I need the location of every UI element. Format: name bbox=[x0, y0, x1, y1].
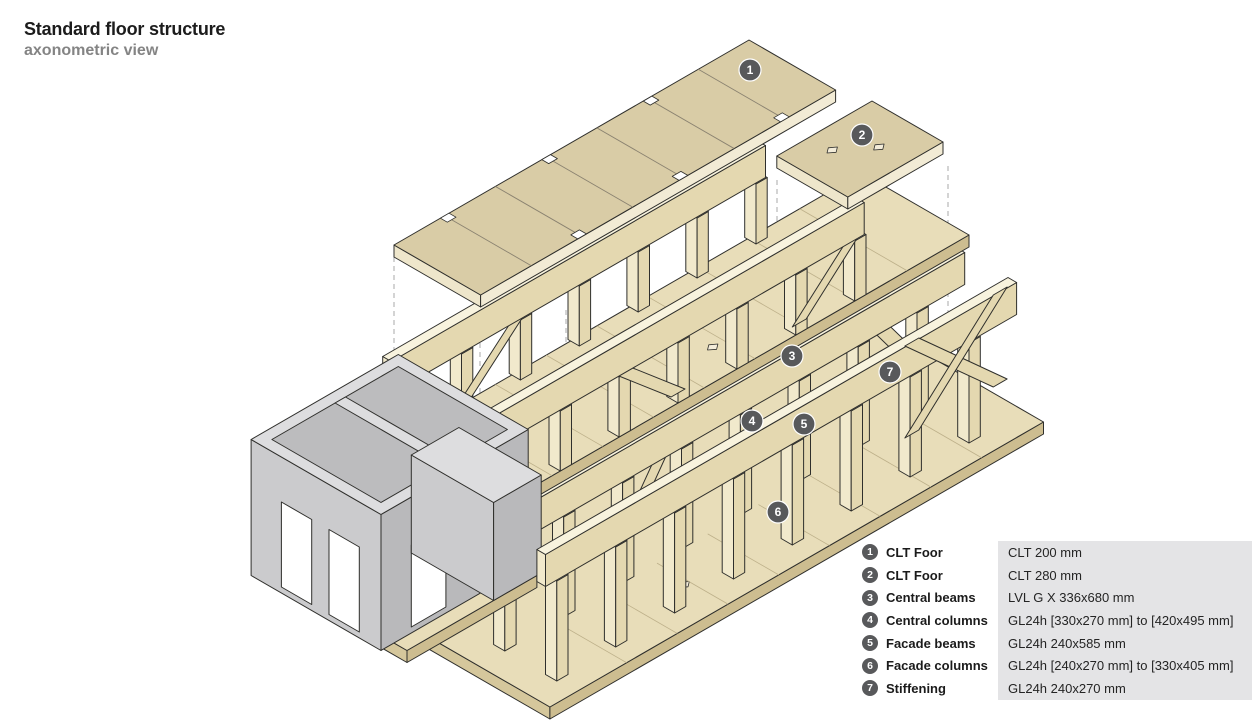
legend-badge: 3 bbox=[862, 589, 878, 606]
diagram-badge bbox=[766, 500, 790, 524]
diagram-badge bbox=[878, 360, 902, 384]
legend-row: 2 CLT Foor CLT 280 mm bbox=[862, 563, 1252, 587]
bottom-clt-deck bbox=[367, 316, 1044, 720]
legend-badge: 5 bbox=[862, 635, 878, 652]
legend-label: Facade beams bbox=[886, 635, 976, 651]
diagram-badge-number: 3 bbox=[789, 349, 796, 363]
page-title: Standard floor structure bbox=[24, 19, 226, 39]
legend-label: CLT Foor bbox=[886, 567, 943, 583]
diagram-badge bbox=[792, 412, 816, 436]
diagram-badge bbox=[780, 344, 804, 368]
legend-badge: 4 bbox=[862, 612, 878, 629]
legend-spec: GL24h [240x270 mm] to [330x405 mm] bbox=[998, 654, 1252, 678]
clt-panel-1 bbox=[393, 39, 837, 308]
diagram-badge bbox=[740, 409, 764, 433]
diagram-badge-number: 6 bbox=[775, 505, 782, 519]
legend-spec: CLT 280 mm bbox=[998, 563, 1252, 587]
legend-spec: CLT 200 mm bbox=[998, 541, 1252, 564]
legend-label: Central beams bbox=[886, 590, 976, 606]
diagram-badges: 1 2 3 4 5 6 7 bbox=[738, 58, 902, 524]
diagram-badge-number: 1 bbox=[747, 63, 754, 77]
legend-row: 6 Facade columns GL24h [240x270 mm] to [33… bbox=[862, 654, 1252, 678]
legend-row: 7 Stiffening GL24h 240x270 mm bbox=[862, 677, 1252, 700]
legend-badge: 7 bbox=[862, 680, 878, 697]
clt-panel-2 bbox=[776, 100, 944, 210]
legend-row: 3 Central beams LVL G X 336x680 mm bbox=[862, 586, 1252, 610]
legend-row: 1 CLT Foor CLT 200 mm bbox=[862, 541, 1252, 564]
legend-row: 5 Facade beams GL24h 240x585 mm bbox=[862, 631, 1252, 655]
page-subtitle: axonometric view bbox=[24, 42, 159, 60]
legend-spec: GL24h 240x270 mm bbox=[998, 677, 1252, 700]
title-block: Standard floor structure axonometric vie… bbox=[24, 18, 225, 62]
facade-frame-row bbox=[536, 277, 1018, 682]
diagram-badge bbox=[850, 123, 874, 147]
diagram-badge-number: 4 bbox=[749, 414, 756, 428]
legend-row: 4 Central columns GL24h [330x270 mm] to [4… bbox=[862, 609, 1252, 632]
legend-spec: LVL G X 336x680 mm bbox=[998, 586, 1252, 610]
stiffening-braces bbox=[904, 286, 1008, 439]
legend-badge: 2 bbox=[862, 567, 878, 584]
diagram-badge-number: 7 bbox=[887, 365, 894, 379]
legend-badge: 6 bbox=[862, 657, 878, 674]
legend-badge: 1 bbox=[862, 544, 878, 561]
diagram-badge-number: 2 bbox=[859, 128, 866, 142]
diagram-badge-number: 5 bbox=[801, 417, 808, 431]
legend-label: CLT Foor bbox=[886, 544, 943, 560]
concrete-core bbox=[250, 354, 542, 663]
diagram-badge bbox=[738, 58, 762, 82]
legend-label: Stiffening bbox=[886, 680, 946, 696]
legend-spec: GL24h [330x270 mm] to [420x495 mm] bbox=[998, 609, 1252, 632]
legend-label: Facade columns bbox=[886, 658, 988, 674]
legend-label: Central columns bbox=[886, 612, 988, 628]
legend-spec: GL24h 240x585 mm bbox=[998, 631, 1252, 655]
